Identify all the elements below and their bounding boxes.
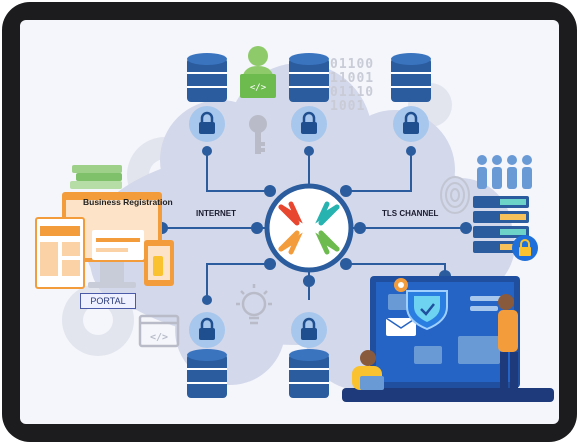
fingerprint-icon: [440, 176, 470, 214]
database-icon: [187, 349, 227, 398]
database-icon: [289, 349, 329, 398]
svg-text:</>: </>: [150, 332, 168, 343]
central-hub: [264, 183, 354, 273]
binary-text: 01100 11001 01110 1001: [330, 57, 375, 114]
lock-icon: [189, 106, 225, 142]
developer-icon: </>: [240, 46, 276, 98]
svg-text:</>: </>: [250, 83, 267, 93]
internet-label: INTERNET: [196, 209, 236, 218]
lock-icon: [393, 106, 429, 142]
database-icon: [391, 53, 431, 102]
lock-icon: [291, 312, 327, 348]
portal-label: PORTAL: [80, 293, 136, 309]
database-icon: [289, 53, 329, 102]
database-icon: [187, 53, 227, 102]
security-monitor-illustration: [342, 276, 554, 402]
users-icon: [477, 155, 532, 189]
lightbulb-icon: [236, 284, 272, 325]
lock-icon: [189, 312, 225, 348]
lock-badge-icon: [512, 235, 538, 261]
tls-channel-label: TLS CHANNEL: [382, 209, 439, 218]
portal-illustration: [35, 165, 174, 289]
compass-logo-icon: [278, 201, 340, 255]
code-icon: </>: [138, 314, 180, 348]
key-icon: [249, 115, 267, 154]
shield-icon: [414, 296, 440, 322]
lock-icon: [291, 106, 327, 142]
business-registration-label: Business Registration: [83, 197, 173, 207]
